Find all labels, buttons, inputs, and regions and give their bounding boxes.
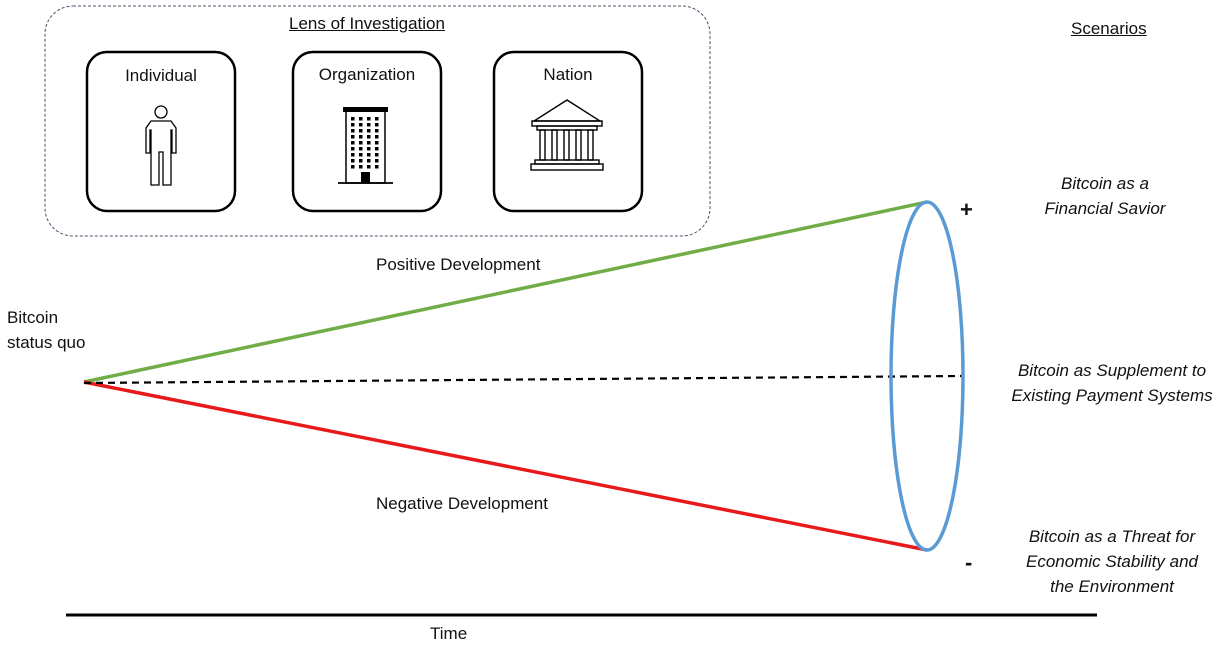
time-label: Time	[430, 624, 468, 643]
building-window	[351, 117, 355, 121]
lens-label-individual: Individual	[125, 66, 197, 85]
building-window	[359, 165, 363, 169]
building-window	[375, 117, 379, 121]
building-window	[375, 135, 379, 139]
building-window	[375, 165, 379, 169]
scenario-neutral: Bitcoin as Supplement to Existing Paymen…	[1011, 361, 1213, 405]
building-window	[351, 147, 355, 151]
positive-development-line	[83, 200, 928, 384]
building-window	[351, 141, 355, 145]
lens-title: Lens of Investigation	[289, 14, 445, 33]
lens-box-nation	[492, 50, 644, 213]
building-window	[351, 135, 355, 139]
lens-box-individual	[85, 50, 237, 213]
building-window	[359, 153, 363, 157]
building-window	[367, 117, 371, 121]
origin-label: Bitcoin status quo	[7, 308, 86, 352]
building-window	[351, 153, 355, 157]
negative-development-line	[83, 380, 928, 552]
building-window	[375, 123, 379, 127]
building-window	[375, 153, 379, 157]
building-window	[375, 141, 379, 145]
building-window	[359, 129, 363, 133]
positive-development-label: Positive Development	[376, 255, 541, 274]
person-icon	[145, 105, 177, 186]
scenario-ellipse	[889, 200, 965, 552]
building-window	[367, 123, 371, 127]
scenario-negative: Bitcoin as a Threat for Economic Stabili…	[1026, 527, 1198, 596]
building-window	[367, 165, 371, 169]
building-window	[359, 135, 363, 139]
lens-label-organization: Organization	[318, 65, 416, 84]
government-building-icon	[530, 99, 604, 171]
building-window	[351, 165, 355, 169]
building-window	[367, 153, 371, 157]
building-window	[367, 135, 371, 139]
lens-container	[44, 5, 711, 237]
building-window	[359, 159, 363, 163]
building-window	[351, 159, 355, 163]
scenario-positive: Bitcoin as a Financial Savior	[1044, 174, 1166, 218]
negative-sign: -	[965, 550, 973, 575]
neutral-development-line	[83, 374, 963, 385]
building-window	[359, 123, 363, 127]
building-window	[351, 129, 355, 133]
building-window	[367, 141, 371, 145]
positive-sign: +	[960, 197, 973, 222]
building-window	[367, 129, 371, 133]
building-window	[359, 147, 363, 151]
building-window	[351, 123, 355, 127]
lens-label-nation: Nation	[543, 65, 593, 84]
scenarios-heading: Scenarios	[1071, 19, 1147, 38]
negative-development-label: Negative Development	[376, 494, 548, 513]
building-window	[359, 117, 363, 121]
building-window	[375, 147, 379, 151]
building-window	[359, 141, 363, 145]
building-window	[367, 147, 371, 151]
building-window	[375, 129, 379, 133]
building-window	[367, 159, 371, 163]
building-window	[375, 159, 379, 163]
building-icon	[338, 107, 393, 184]
